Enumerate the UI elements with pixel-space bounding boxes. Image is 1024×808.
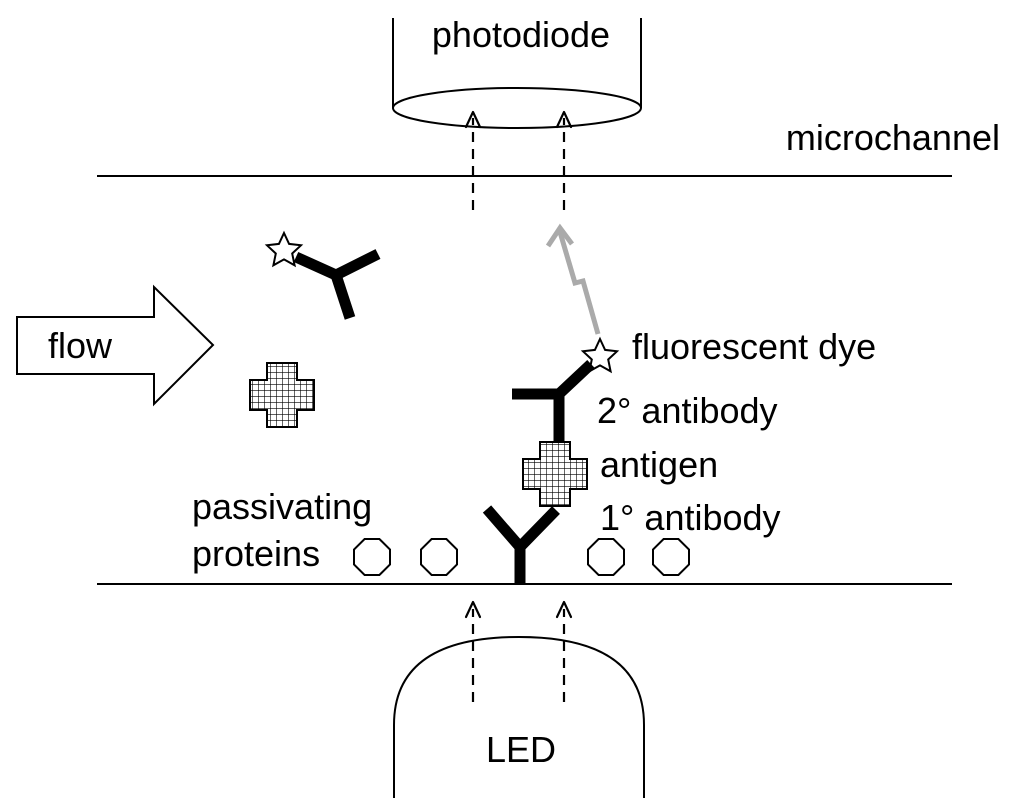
passivating-proteins-label-line2: proteins	[192, 533, 320, 574]
passivating-protein-octagon-icon	[587, 538, 625, 576]
fluorescence-emission-arrow	[545, 223, 601, 335]
passivating-proteins-label-line1: passivating	[192, 486, 372, 527]
flow-label: flow	[48, 325, 113, 366]
fluorescent-dye-star-icon	[580, 336, 620, 374]
excitation-arrow-right	[555, 600, 573, 702]
primary-antibody	[482, 505, 560, 584]
free-antigen-icon	[249, 362, 315, 428]
free-secondary-antibody	[293, 249, 381, 320]
excitation-arrow-left	[464, 600, 482, 702]
photodiode-label: photodiode	[432, 14, 610, 55]
detection-arrow-left	[464, 110, 482, 210]
star-icon	[264, 230, 304, 268]
bound-secondary-antibody	[512, 359, 595, 448]
passivating-protein-octagon-icon	[420, 538, 458, 576]
led	[393, 635, 645, 798]
passivating-protein-octagon-icon	[652, 538, 690, 576]
bound-antigen-icon	[522, 441, 588, 507]
primary-antibody-label: 1° antibody	[600, 497, 781, 538]
antigen-label: antigen	[600, 444, 718, 485]
passivating-protein-octagon-icon	[353, 538, 391, 576]
detection-arrow-right	[555, 110, 573, 210]
secondary-antibody-label: 2° antibody	[597, 390, 778, 431]
led-label: LED	[486, 729, 556, 770]
fluorescent-dye-label: fluorescent dye	[632, 326, 876, 367]
microchannel-label: microchannel	[786, 117, 1000, 158]
flow-arrow	[16, 284, 215, 407]
photodiode	[392, 18, 642, 129]
